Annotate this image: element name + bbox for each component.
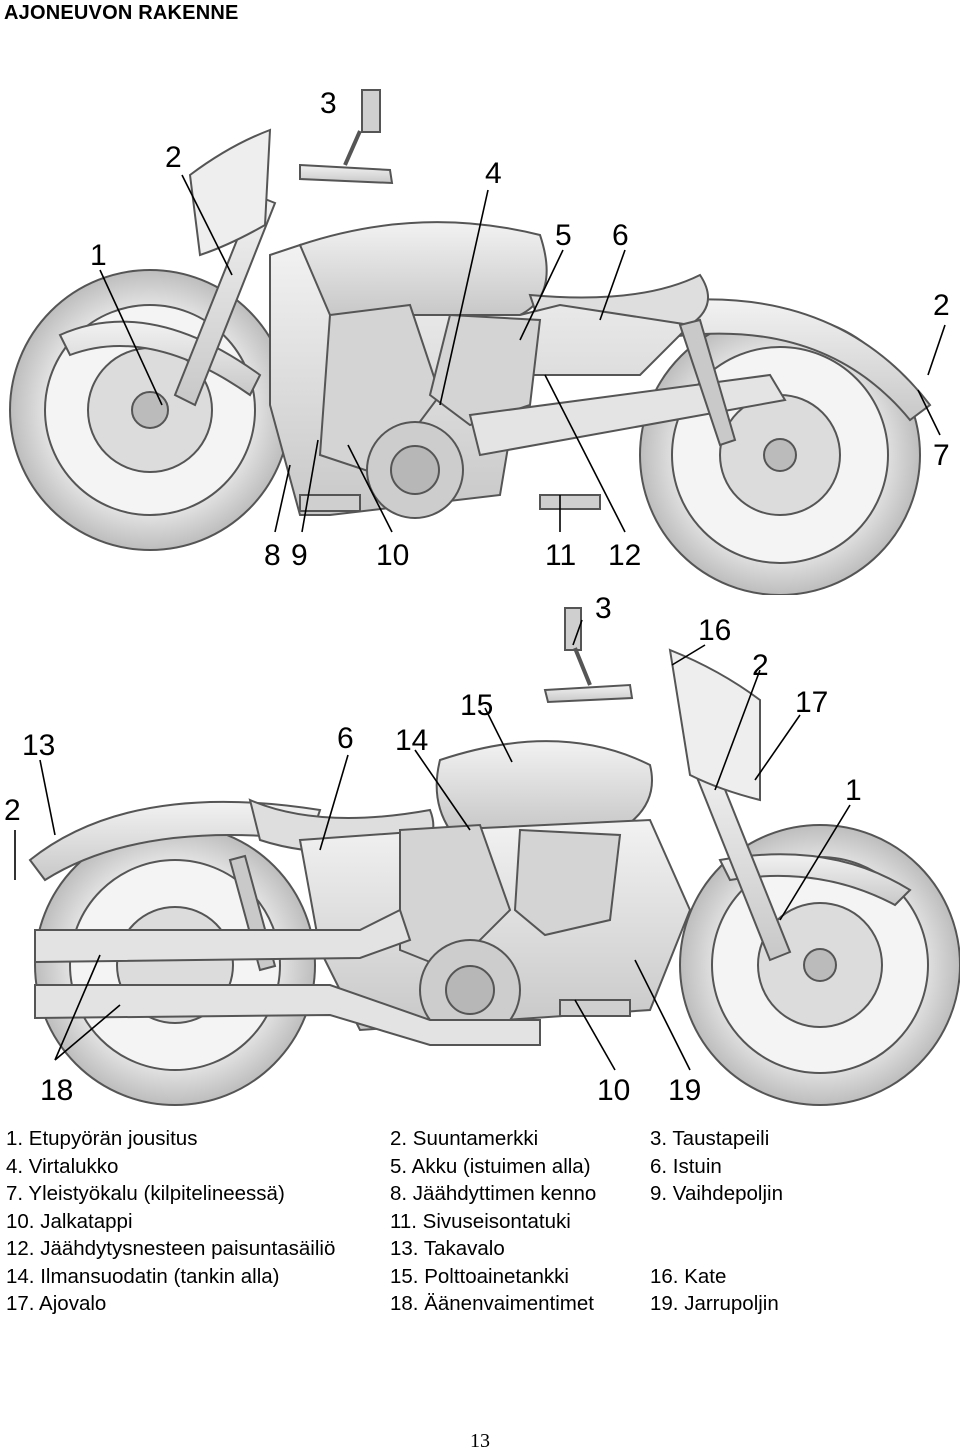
callout-label: 6 xyxy=(337,722,354,755)
motorcycle-right-side-drawing: 3 16 2 17 15 14 6 13 2 1 18 10 19 xyxy=(4,592,960,1107)
legend-item: 3. Taustapeili xyxy=(650,1127,770,1150)
callout-label: 7 xyxy=(933,439,950,472)
legend-item: 2. Suuntamerkki xyxy=(390,1127,539,1150)
callout-label: 14 xyxy=(395,724,428,757)
legend-item: 12. Jäähdytysnesteen paisuntasäiliö xyxy=(6,1237,336,1260)
callout-label: 8 xyxy=(264,539,281,572)
callout-label: 10 xyxy=(376,539,409,572)
callout-label: 11 xyxy=(545,539,576,572)
page-number: 13 xyxy=(470,1430,490,1452)
callout-label: 16 xyxy=(698,614,731,647)
callout-label: 17 xyxy=(795,686,828,719)
callout-label: 3 xyxy=(320,87,337,120)
callout-label: 15 xyxy=(460,689,493,722)
callout-label: 12 xyxy=(608,539,641,572)
legend-item: 5. Akku (istuimen alla) xyxy=(390,1154,591,1178)
legend-row: 4. Virtalukko 5. Akku (istuimen alla) 6.… xyxy=(0,1153,960,1181)
callout-label: 19 xyxy=(668,1074,701,1107)
legend-row: 14. Ilmansuodatin (tankin alla) 15. Polt… xyxy=(0,1263,960,1291)
legend-item: 18. Äänenvaimentimet xyxy=(390,1292,594,1315)
callout-label: 2 xyxy=(752,649,769,682)
callout-label: 1 xyxy=(90,239,107,272)
legend-item: 17. Ajovalo xyxy=(6,1292,107,1315)
page-title: AJONEUVON RAKENNE xyxy=(4,2,239,24)
callout-label: 2 xyxy=(933,289,950,322)
legend-item: 9. Vaihdepoljin xyxy=(650,1182,783,1205)
legend-row: 17. Ajovalo 18. Äänenvaimentimet 19. Jar… xyxy=(0,1290,960,1318)
callout-label: 4 xyxy=(485,157,502,190)
callout-label: 13 xyxy=(22,729,55,762)
callout-label: 5 xyxy=(555,219,572,252)
callout-label: 2 xyxy=(165,141,182,174)
legend-item: 8. Jäähdyttimen kenno xyxy=(390,1182,597,1205)
motorcycle-right-side-figure: 3 16 2 17 15 14 6 13 2 1 18 10 19 xyxy=(0,590,960,1110)
parts-legend: 1. Etupyörän jousitus 2. Suuntamerkki 3.… xyxy=(0,1125,960,1318)
legend-row: 7. Yleistyökalu (kilpitelineessä) 8. Jää… xyxy=(0,1180,960,1208)
legend-item: 15. Polttoainetankki xyxy=(390,1264,569,1288)
legend-item: 13. Takavalo xyxy=(390,1237,505,1260)
motorcycle-left-side-figure: 1 2 3 4 5 6 2 7 8 9 10 11 12 xyxy=(0,75,960,595)
legend-item: 11. Sivuseisontatuki xyxy=(390,1209,571,1233)
callout-label: 3 xyxy=(595,592,612,625)
callout-label: 6 xyxy=(612,219,629,252)
legend-item: 6. Istuin xyxy=(650,1154,722,1178)
legend-item: 1. Etupyörän jousitus xyxy=(6,1127,198,1150)
callout-label: 1 xyxy=(845,774,862,807)
callout-label: 9 xyxy=(291,539,308,572)
legend-item: 16. Kate xyxy=(650,1264,727,1288)
legend-row: 10. Jalkatappi 11. Sivuseisontatuki xyxy=(0,1208,960,1236)
legend-item: 7. Yleistyökalu (kilpitelineessä) xyxy=(6,1182,285,1205)
callout-label: 10 xyxy=(597,1074,630,1107)
legend-row: 1. Etupyörän jousitus 2. Suuntamerkki 3.… xyxy=(0,1125,960,1153)
legend-item: 10. Jalkatappi xyxy=(6,1209,133,1233)
callout-label: 18 xyxy=(40,1074,73,1107)
legend-item: 14. Ilmansuodatin (tankin alla) xyxy=(6,1264,280,1288)
motorcycle-left-side-drawing: 1 2 3 4 5 6 2 7 8 9 10 11 12 xyxy=(9,87,950,595)
callout-label: 2 xyxy=(4,794,21,827)
legend-row: 12. Jäähdytysnesteen paisuntasäiliö 13. … xyxy=(0,1235,960,1263)
legend-item: 19. Jarrupoljin xyxy=(650,1292,779,1315)
legend-item: 4. Virtalukko xyxy=(6,1154,119,1178)
